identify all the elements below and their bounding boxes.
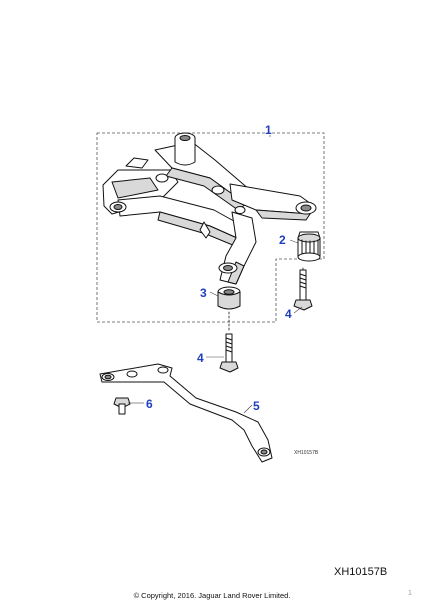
brace bbox=[99, 363, 273, 463]
callout-6: 6 bbox=[146, 397, 153, 411]
front-mount-bush bbox=[217, 286, 241, 310]
assembly-boundary bbox=[96, 132, 325, 323]
drawing-id-label: XH10157B bbox=[294, 450, 319, 456]
copyright-notice: © Copyright, 2016. Jaguar Land Rover Lim… bbox=[133, 591, 291, 600]
subframe bbox=[102, 132, 317, 285]
callout-leaders bbox=[128, 135, 303, 414]
callout-1: 1 bbox=[265, 123, 272, 137]
reference-code: XH10157B bbox=[334, 566, 388, 578]
front-bolt bbox=[219, 311, 239, 373]
callout-3: 3 bbox=[200, 286, 207, 300]
rear-mount-bush bbox=[297, 231, 321, 262]
callout-4-rear: 4 bbox=[285, 307, 292, 321]
rear-bolt bbox=[293, 267, 313, 311]
callout-2: 2 bbox=[279, 233, 286, 247]
callout-5: 5 bbox=[253, 399, 260, 413]
callout-4-front: 4 bbox=[197, 351, 204, 365]
page-number: 1 bbox=[408, 590, 412, 597]
brace-bolt bbox=[113, 397, 131, 415]
